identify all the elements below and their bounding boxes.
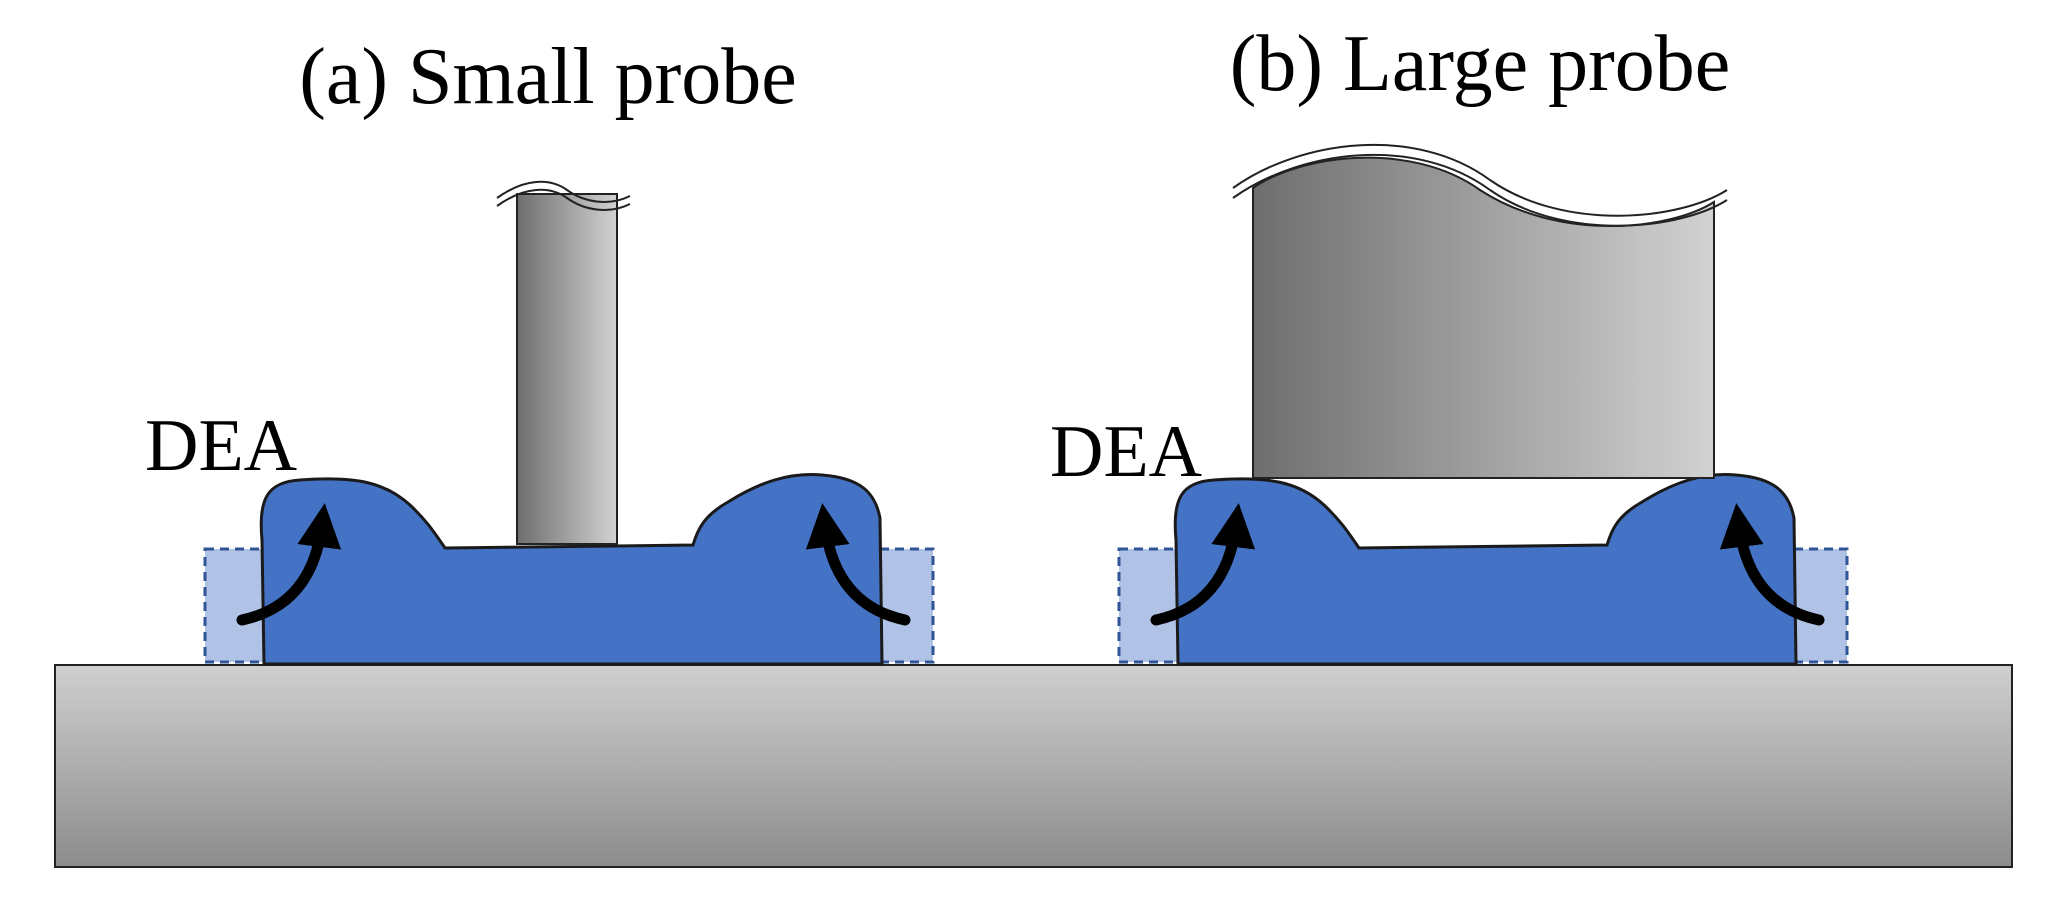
panel-b-probe <box>1252 156 1715 479</box>
panel-b-probe-break-line-2 <box>1232 153 1728 227</box>
panel-b: (b) Large probe DEA <box>1050 20 1849 666</box>
panel-b-title: (b) Large probe <box>1230 20 1731 108</box>
panel-b-dea-shape <box>1173 473 1798 666</box>
substrate <box>54 664 2013 868</box>
panel-a-dea-label: DEA <box>145 405 297 487</box>
panel-b-probe-break-line <box>1232 143 1728 217</box>
panel-b-right-arrow <box>1719 503 1825 626</box>
panel-a-probe-break-line <box>496 180 631 203</box>
panel-a: (a) Small probe DEA <box>145 33 935 666</box>
panel-a-title: (a) Small probe <box>299 33 797 121</box>
panel-a-right-arrow <box>805 503 911 626</box>
panel-a-dea-shape <box>259 473 884 666</box>
panel-b-left-arrow <box>1150 503 1256 626</box>
panel-a-probe-break-line-2 <box>496 188 631 211</box>
panel-a-probe <box>516 193 618 545</box>
panel-a-left-arrow <box>236 503 342 626</box>
panel-b-dea-label: DEA <box>1050 411 1202 493</box>
